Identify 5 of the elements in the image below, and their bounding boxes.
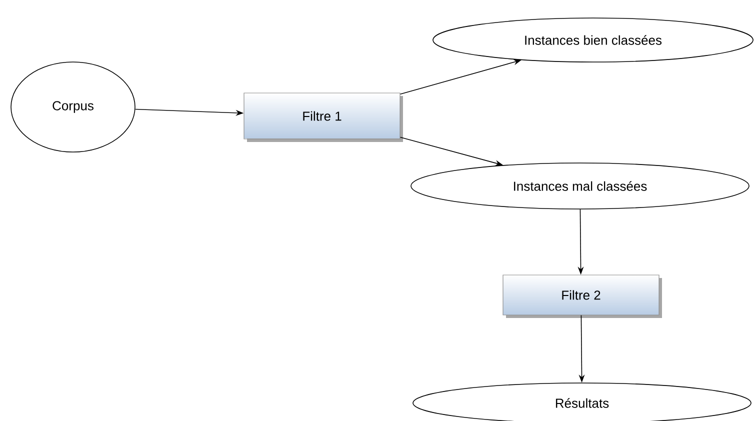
ellipse-node: Instances mal classées bbox=[410, 162, 750, 210]
ellipse-node: Instances bien classées bbox=[432, 18, 754, 62]
process-box: Filtre 2 bbox=[502, 274, 662, 318]
process-box: Filtre 1 bbox=[244, 92, 403, 142]
ellipse-node: Corpus bbox=[10, 62, 136, 152]
